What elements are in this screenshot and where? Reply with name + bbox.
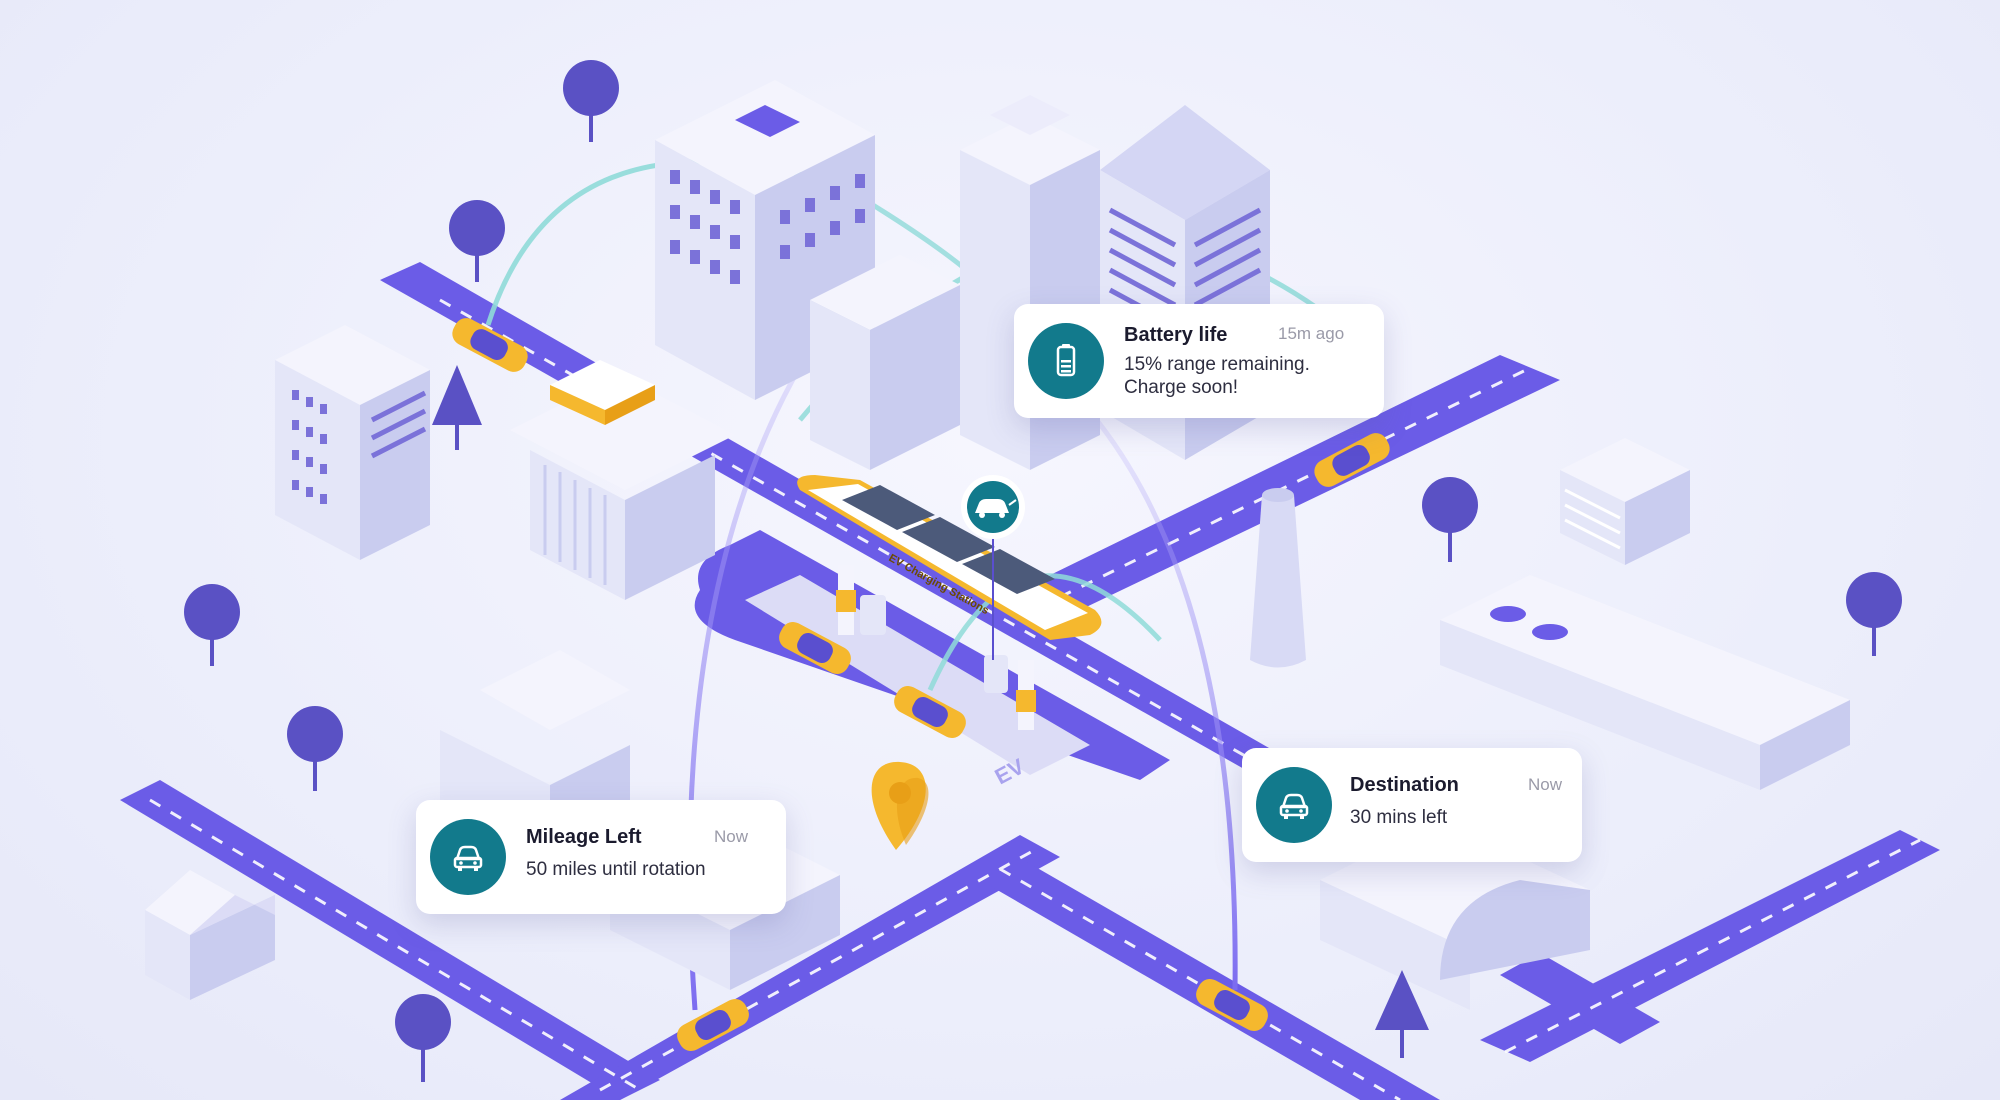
- solar-panel: [842, 485, 935, 530]
- battery-icon: [1028, 323, 1104, 399]
- ev-car-plug-icon: [961, 475, 1025, 539]
- solar-panel: [962, 549, 1055, 594]
- mileage-left-notification[interactable]: Mileage Left Now 50 miles until rotation: [416, 800, 786, 914]
- car: [1196, 979, 1268, 1031]
- notification-line: 30 mins left: [1350, 807, 1448, 828]
- car: [779, 622, 851, 674]
- house: [145, 870, 275, 1000]
- notification-line: 50 miles until rotation: [526, 859, 706, 880]
- building-center-low: [810, 255, 960, 470]
- road-right-connector: [1500, 953, 1660, 1044]
- building-small-yellow: [550, 360, 655, 425]
- tree: [563, 60, 619, 142]
- tree: [449, 200, 505, 282]
- station-plaza: [745, 575, 1090, 775]
- notification-line: Charge soon!: [1124, 377, 1239, 398]
- pine-tree: [1375, 970, 1429, 1058]
- tree: [184, 584, 240, 666]
- map-pin-icon: [871, 761, 929, 850]
- building-right-factory: [1440, 575, 1850, 790]
- tree: [1422, 477, 1478, 562]
- arc-right-down: [1078, 398, 1238, 991]
- notification-time: Now: [1528, 775, 1563, 794]
- battery-life-notification[interactable]: Battery life 15m ago 15% range remaining…: [1014, 304, 1384, 418]
- building-right-striped: [1560, 438, 1690, 565]
- tree: [287, 706, 343, 791]
- notification-title: Battery life: [1124, 324, 1228, 346]
- tree: [1846, 572, 1902, 656]
- car: [677, 999, 749, 1051]
- notification-title: Mileage Left: [526, 826, 642, 848]
- notification-body: 50 miles until rotation: [526, 858, 706, 881]
- car: [1314, 433, 1390, 487]
- destination-notification[interactable]: Destination Now 30 mins left: [1242, 748, 1582, 862]
- notification-time: 15m ago: [1278, 324, 1345, 343]
- notification-body: 30 mins left: [1350, 806, 1447, 829]
- chimney: [1250, 488, 1306, 668]
- solar-panel: [902, 517, 995, 562]
- trees: [184, 60, 1902, 1082]
- car: [452, 318, 528, 372]
- notification-title: Destination: [1350, 774, 1459, 796]
- car-icon: [1256, 767, 1332, 843]
- building-left: [275, 325, 430, 560]
- notification-line: 15% range remaining.: [1124, 354, 1310, 375]
- notification-body: 15% range remaining. Charge soon!: [1124, 353, 1310, 399]
- car-icon: [430, 819, 506, 895]
- cars: [452, 318, 1390, 1051]
- notification-time: Now: [714, 827, 749, 846]
- car: [894, 686, 966, 738]
- tower-top-center: [655, 80, 875, 400]
- tree: [395, 994, 451, 1082]
- road-bottom-center-b: [980, 858, 1440, 1100]
- pine-tree: [432, 365, 482, 450]
- road-bottom-left: [120, 780, 660, 1100]
